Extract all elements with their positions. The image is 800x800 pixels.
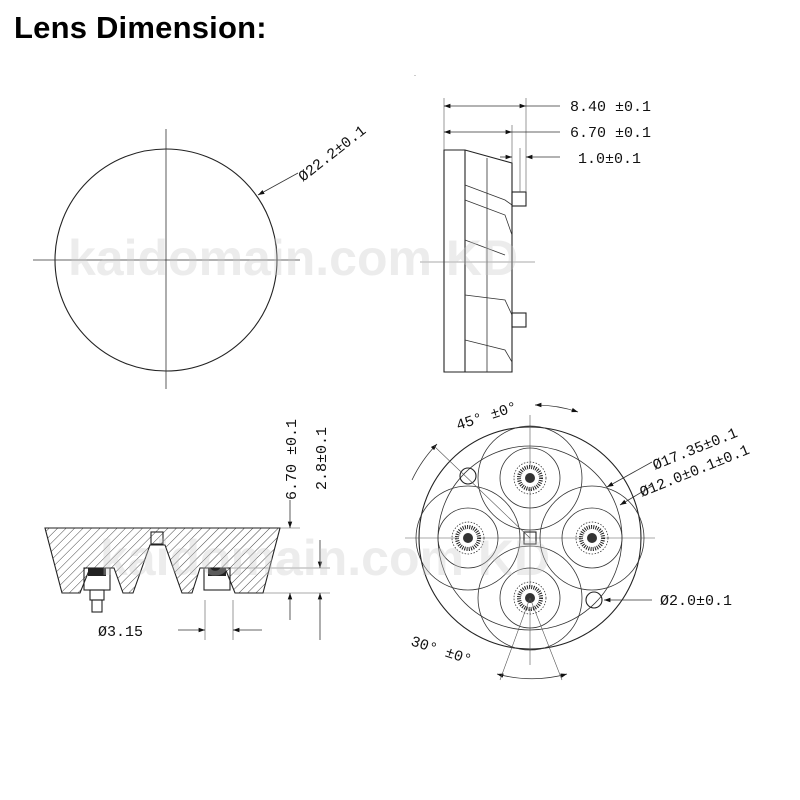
optic-right <box>539 485 645 591</box>
angle-bottom-label: 30° ±0° <box>408 634 473 670</box>
diameter-leader <box>257 172 299 196</box>
section-dim-depth-label: 2.8±0.1 <box>314 427 331 490</box>
side-pin-lower <box>511 312 527 328</box>
optic-top <box>477 425 583 531</box>
angle-arc-bottom <box>496 673 568 680</box>
side-optic-upper <box>464 184 513 256</box>
section-center-boss <box>150 531 164 545</box>
front-diameter-label: Ø22.2±0.1 <box>296 123 370 186</box>
side-optic-lower <box>464 294 513 363</box>
section-dim-height-label: 6.70 ±0.1 <box>284 419 301 500</box>
watermark-top: kaidomain.com KD <box>68 230 518 286</box>
watermark-bottom: kaidomain.com KD <box>100 530 550 586</box>
side-pin-upper <box>511 191 527 207</box>
section-body <box>44 527 281 594</box>
angle-arc-top <box>534 402 579 413</box>
hole-dim-label: Ø2.0±0.1 <box>660 593 732 610</box>
side-view: 8.40 ±0.1 6.70 ±0.1 1.0±0.1 <box>414 75 651 373</box>
side-dim-pin-label: 1.0±0.1 <box>578 151 641 168</box>
locating-hole-upper <box>459 467 477 485</box>
led-emitter-left <box>83 567 111 613</box>
angle-arc-top-left <box>411 443 438 481</box>
side-dim-body-label: 6.70 ±0.1 <box>570 125 651 142</box>
locating-hole-lower <box>585 591 603 609</box>
bottom-center-square <box>523 531 537 545</box>
section-view: 6.70 ±0.1 2.8±0.1 Ø3.15 <box>44 419 331 641</box>
section-dim-bore-label: Ø3.15 <box>98 624 143 641</box>
page-title: Lens Dimension: <box>14 10 267 45</box>
side-dim-total-label: 8.40 ±0.1 <box>570 99 651 116</box>
led-emitter-right <box>203 567 231 591</box>
optic-left <box>415 485 521 591</box>
